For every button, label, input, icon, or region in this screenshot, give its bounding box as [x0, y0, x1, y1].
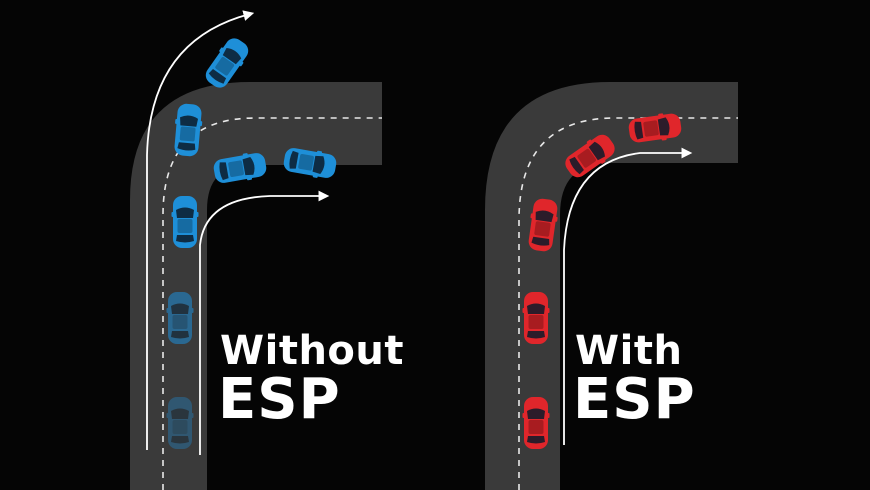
caption-line2-left: ESP	[218, 367, 341, 432]
arrow-icon	[199, 190, 330, 455]
lane-marking-right	[518, 117, 738, 490]
car-icon	[522, 292, 550, 344]
panel-with-esp: With ESP	[485, 82, 738, 490]
road-left	[130, 82, 382, 490]
caption-line2-right: ESP	[573, 367, 696, 432]
car-icon	[522, 397, 550, 449]
arrow-icon	[146, 10, 255, 450]
caption-line1-left: Without	[220, 328, 404, 374]
caption-line1-right: With	[575, 328, 682, 374]
car-icon	[171, 196, 199, 248]
car-icon	[166, 397, 194, 449]
car-icon	[166, 292, 194, 344]
panel-without-esp: Without ESP	[130, 10, 404, 490]
road-right	[485, 82, 738, 490]
arrow-icon	[563, 147, 693, 445]
